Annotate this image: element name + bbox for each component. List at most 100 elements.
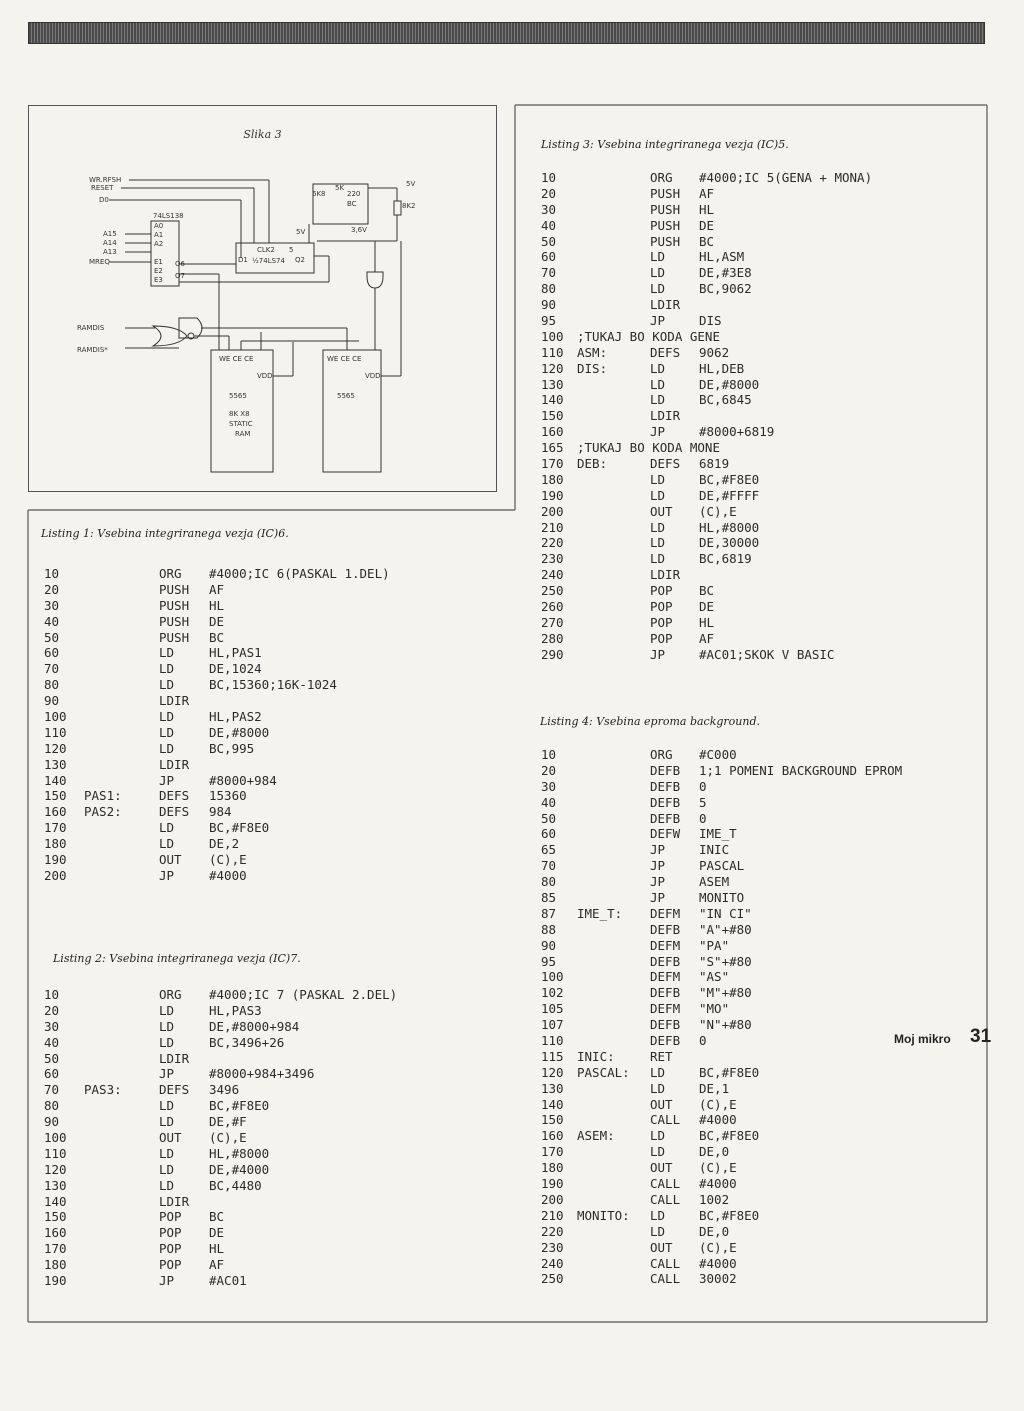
code-operand: "AS" [699,969,730,985]
code-operand: #AC01;SKOK V BASIC [699,646,835,662]
code-line-number: 120 [541,360,564,376]
code-operand: HL [209,1241,225,1257]
code-operand: #4000;IC 5(GENA + MONA) [699,170,873,185]
code-line-number: 150 [44,1209,67,1225]
code-line-number: 200 [44,867,67,883]
code-line-number: 30 [541,778,557,794]
code-mnemonic: LD [650,1080,666,1096]
code-line-number: 100 [44,709,67,725]
code-line-number: 140 [44,1193,67,1209]
code-line-number: 280 [541,630,564,646]
label-reset: RESET [91,184,114,192]
code-operand: BC,#F8E0 [209,1098,270,1114]
code-operand: BC,9062 [699,281,752,297]
code-mnemonic: LD [159,1145,175,1161]
code-line-number: 220 [541,1223,564,1239]
code-line-number: 90 [44,1114,60,1130]
code-line-number: 20 [541,185,557,201]
code-operand: #4000;IC 6(PASKAL 1.DEL) [209,566,390,581]
label-a13: A13 [103,248,117,256]
pin-e2: E2 [154,267,163,275]
code-mnemonic: POP [650,630,673,646]
listing3-caption: Listing 3: Vsebina integriranega vezja (… [541,138,789,151]
code-mnemonic: LD [159,1002,175,1018]
code-operand: (C),E [209,1130,247,1146]
code-line-number: 140 [541,1096,564,1112]
code-line-number: 110 [541,1033,564,1049]
code-line-number: 130 [44,756,67,772]
code-line-number: 10 [44,566,60,581]
code-line-number: 30 [44,597,60,613]
code-line-number: 130 [44,1177,67,1193]
code-line-number: 120 [541,1064,564,1080]
code-operand: 30002 [699,1271,737,1287]
code-operand: DIS [699,313,722,329]
code-label: INIC: [577,1048,615,1064]
code-operand: AF [699,185,715,201]
code-line-number: 140 [541,392,564,408]
code-mnemonic: JP [650,858,666,874]
code-operand: 6819 [699,456,730,472]
code-line-number: 160 [541,424,564,440]
code-line-number: 20 [44,1002,60,1018]
code-line-number: 30 [541,201,557,217]
code-mnemonic: LD [159,820,175,836]
code-mnemonic: DEFS [159,788,190,804]
code-line-number: 220 [541,535,564,551]
code-mnemonic: LD [159,1034,175,1050]
label-pins-right: WE CE CE [327,355,361,363]
code-mnemonic: JP [159,772,175,788]
code-operand: "N"+#80 [699,1017,752,1033]
code-mnemonic: LD [650,249,666,265]
label-q2: Q2 [295,256,305,264]
code-mnemonic: PUSH [159,581,190,597]
code-line-number: 240 [541,1255,564,1271]
label-vdd-right: VDD [365,372,381,380]
code-mnemonic: OUT [650,1160,673,1176]
label-r220: 220 [347,190,360,198]
code-mnemonic: POP [650,599,673,615]
header-rule [28,22,985,44]
code-mnemonic: OUT [650,1096,673,1112]
label-5v: 5V [406,180,415,188]
code-operand: #8000+984 [209,772,277,788]
code-label: ASM: [577,344,608,360]
code-line-number: 90 [541,937,557,953]
code-mnemonic: LD [650,360,666,376]
magazine-name: Moj mikro [894,1032,951,1046]
code-mnemonic: LD [159,1114,175,1130]
code-line-number: 90 [541,297,557,313]
code-mnemonic: LDIR [159,693,190,709]
code-operand: #4000 [699,1176,737,1192]
code-line-number: 70 [44,1082,60,1098]
code-mnemonic: LD [650,392,666,408]
code-operand: 0 [699,810,707,826]
code-line-number: 200 [541,503,564,519]
code-operand: "PA" [699,937,730,953]
code-operand: BC [699,583,715,599]
code-mnemonic: DEFB [650,1033,681,1049]
label-ramdis: RAMDIS [77,324,105,332]
